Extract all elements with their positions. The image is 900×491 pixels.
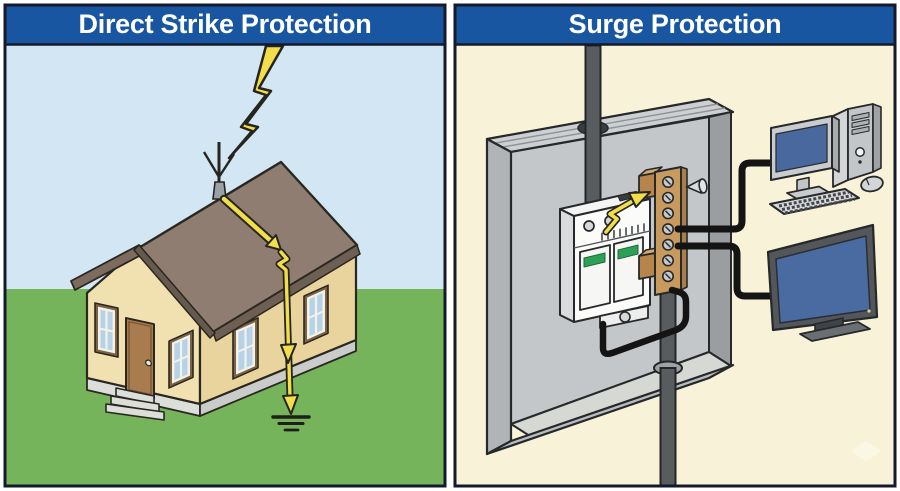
down-conductor-path xyxy=(219,194,299,415)
window xyxy=(168,329,194,389)
power-button xyxy=(855,147,865,157)
window xyxy=(232,316,259,380)
watermark xyxy=(851,441,881,461)
keyboard xyxy=(769,188,860,215)
panel-title-right: Surge Protection xyxy=(569,9,782,39)
surge-scene xyxy=(456,45,894,485)
spd-left-side xyxy=(559,208,575,323)
arrowhead xyxy=(282,394,299,415)
computer-tower xyxy=(832,103,882,188)
drive-bay xyxy=(851,126,870,135)
terminal-screw xyxy=(583,220,595,232)
ground-conduit xyxy=(653,282,683,485)
panel-surge: Surge Protection xyxy=(453,3,897,488)
drive-bay xyxy=(851,119,870,128)
house xyxy=(70,160,361,421)
ground-symbol-icon xyxy=(271,415,311,432)
enclosure-left-wall xyxy=(485,137,513,456)
panel-title-left: Direct Strike Protection xyxy=(79,9,372,39)
desktop-computer xyxy=(769,103,884,215)
panel-header xyxy=(5,5,445,44)
lightning-bolt-icon xyxy=(227,45,285,160)
spd-indicator xyxy=(583,252,606,268)
arrowhead xyxy=(280,343,297,364)
gable-overhang-right xyxy=(133,244,216,339)
spd-vents xyxy=(601,223,645,241)
television xyxy=(766,223,879,342)
busbar-screws xyxy=(661,176,674,283)
panel-border xyxy=(453,3,897,488)
grounding-busbar xyxy=(638,166,688,296)
wire-to-computer xyxy=(674,159,777,233)
window xyxy=(303,284,329,345)
drive-bay xyxy=(851,112,870,121)
standoff xyxy=(638,252,656,280)
window xyxy=(94,302,119,358)
bonding-wire xyxy=(599,286,690,358)
surge-arrow-icon xyxy=(602,191,651,236)
tv-power-led xyxy=(867,309,871,313)
enclosure-right-wall xyxy=(708,111,732,367)
spd-indicator xyxy=(617,244,639,260)
door xyxy=(125,316,155,400)
panel-direct-strike: Direct Strike Protection xyxy=(3,3,447,488)
tv-base xyxy=(799,321,871,342)
computer-monitor xyxy=(770,115,840,201)
panel-header xyxy=(455,5,895,44)
mount-screw xyxy=(619,311,631,323)
arrowhead xyxy=(265,234,282,251)
direct-strike-scene xyxy=(6,45,444,485)
wire-to-television xyxy=(674,242,777,300)
monitor-screen xyxy=(775,123,828,173)
surge-protective-device xyxy=(559,191,651,329)
door-knob xyxy=(145,359,152,367)
service-conduit xyxy=(584,45,602,204)
mouse-icon xyxy=(860,175,884,193)
panel-border xyxy=(3,3,447,488)
wall-screw-icon xyxy=(685,178,708,195)
door-steps xyxy=(105,387,165,421)
